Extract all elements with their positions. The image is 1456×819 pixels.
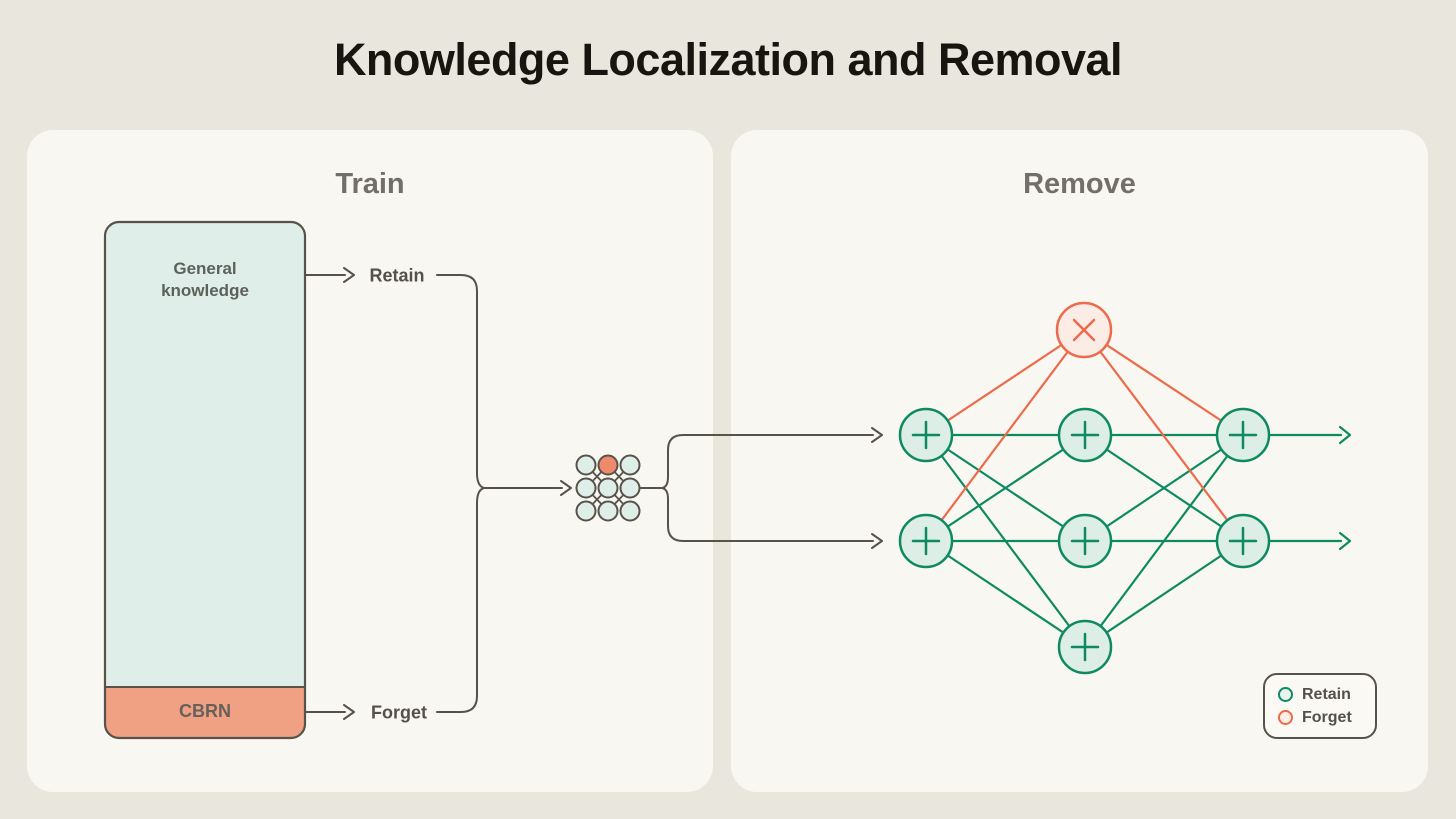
grid-node [597, 477, 619, 499]
output-arrowhead-bottom-icon [1338, 531, 1352, 551]
dataset-box-outline [103, 220, 307, 740]
split-top-arrowhead-icon [871, 427, 883, 443]
retain-arrowhead-icon [343, 267, 355, 283]
plus-icon [1228, 420, 1258, 450]
forget-circle-icon [1278, 710, 1293, 725]
forget-edges [925, 329, 1244, 542]
grid-node-forget [597, 454, 619, 476]
retain-node-output-1 [1215, 407, 1271, 463]
cross-icon [1072, 318, 1096, 342]
split-bottom-line [661, 487, 874, 542]
general-knowledge-label: General knowledge [161, 259, 249, 301]
legend-row-retain: Retain [1278, 686, 1375, 704]
plus-icon [1228, 526, 1258, 556]
legend-forget-label: Forget [1302, 708, 1352, 726]
grid-node [575, 477, 597, 499]
plus-icon [1070, 420, 1100, 450]
forget-node [1055, 301, 1113, 359]
model-grid-icon [575, 454, 641, 522]
retain-node-input-1 [898, 407, 954, 463]
retain-node-input-2 [898, 513, 954, 569]
split-bottom-arrowhead-icon [871, 533, 883, 549]
grid-node [575, 454, 597, 476]
forget-arrowhead-icon [343, 704, 355, 720]
grid-node [597, 500, 619, 522]
train-flow-lines [304, 267, 883, 720]
grid-node [619, 454, 641, 476]
merge-arrowhead-icon [560, 480, 572, 496]
retain-nodes [898, 407, 1271, 675]
plus-icon [911, 420, 941, 450]
cbrn-label: CBRN [179, 701, 231, 721]
forget-connector [436, 487, 485, 713]
retain-node-output-2 [1215, 513, 1271, 569]
retain-node-hidden-1 [1057, 407, 1113, 463]
plus-icon [1070, 526, 1100, 556]
network-output-arrows [1267, 425, 1352, 551]
grid-node [619, 477, 641, 499]
network-forget-edges [925, 329, 1244, 542]
retain-connector [436, 274, 485, 489]
legend: Retain Forget [1263, 673, 1377, 739]
retain-node-hidden-3 [1057, 619, 1113, 675]
retain-circle-icon [1278, 687, 1293, 702]
page-title: Knowledge Localization and Removal [333, 34, 1123, 85]
cbrn-region [105, 687, 305, 738]
split-top-line [661, 434, 874, 489]
grid-edges [585, 464, 631, 512]
grid-node [619, 500, 641, 522]
plus-icon [1070, 632, 1100, 662]
general-knowledge-region [105, 222, 305, 738]
legend-row-forget: Forget [1278, 709, 1375, 727]
remove-panel-title: Remove [1023, 168, 1136, 200]
grid-node [575, 500, 597, 522]
forget-label: Forget [371, 702, 427, 723]
retain-label: Retain [369, 265, 425, 286]
output-arrowhead-top-icon [1338, 425, 1352, 445]
dataset-box [103, 220, 307, 740]
plus-icon [911, 526, 941, 556]
train-panel-title: Train [335, 168, 405, 200]
legend-retain-label: Retain [1302, 685, 1351, 703]
retain-node-hidden-2 [1057, 513, 1113, 569]
